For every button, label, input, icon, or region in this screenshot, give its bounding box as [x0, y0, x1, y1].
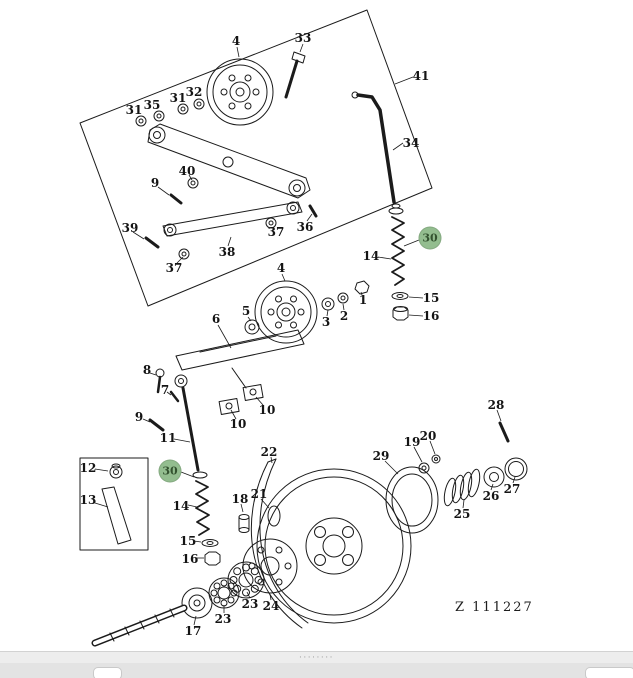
- bottom-left-button[interactable]: [93, 667, 122, 678]
- leader-lines: [94, 43, 516, 626]
- bottom-toolbar: [0, 663, 633, 678]
- exploded-parts-drawing: [79, 9, 528, 647]
- drawing-number: Z 111227: [455, 600, 534, 615]
- bottom-right-button[interactable]: [585, 667, 633, 678]
- drag-handle-icon[interactable]: ········: [299, 652, 334, 663]
